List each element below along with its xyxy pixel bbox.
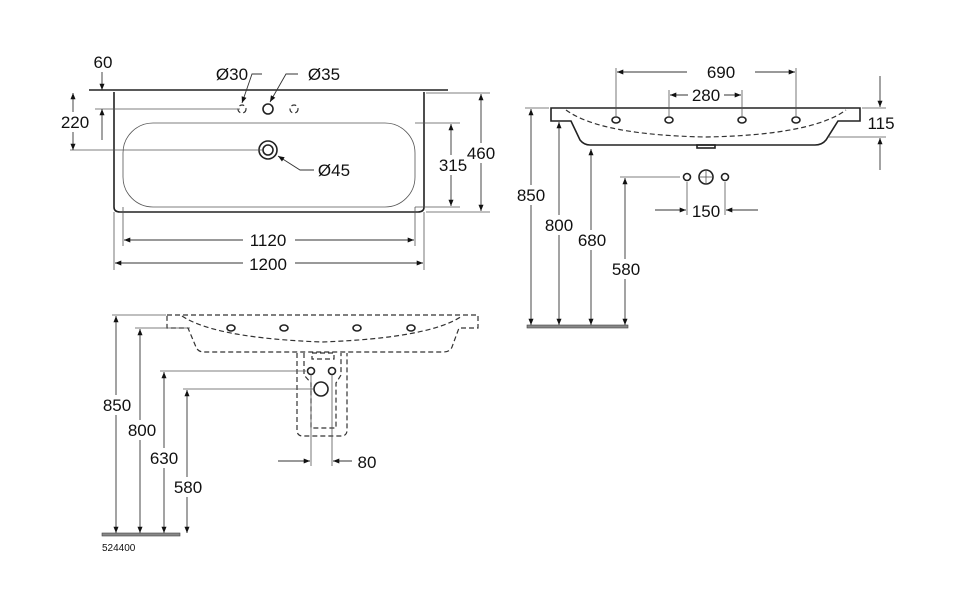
- floor-line-front: [101, 532, 181, 537]
- dim-60: 60: [94, 53, 113, 72]
- tap-holes: [611, 116, 801, 124]
- floor-line: [526, 324, 629, 329]
- dim-630-front: 630: [150, 449, 178, 468]
- basin-side-outline: [550, 107, 861, 146]
- dim-150: 150: [692, 202, 720, 221]
- dim-315: 315: [439, 156, 467, 175]
- dim-115: 115: [867, 114, 894, 133]
- drain-inner: [262, 144, 274, 156]
- dim-580-side: 580: [612, 260, 640, 279]
- dim-dia45: Ø45: [318, 161, 350, 180]
- tap-hole-optional: [289, 104, 299, 114]
- article-number: 524400: [102, 543, 136, 554]
- dim-1200: 1200: [249, 255, 287, 274]
- dim-80: 80: [358, 453, 377, 472]
- dim-580-front: 580: [174, 478, 202, 497]
- top-view: 60 ​ 220 Ø30 Ø35 Ø45 315 460 1120 1200: [58, 53, 498, 274]
- dim-220: 220: [61, 113, 89, 132]
- bowl-hidden-line: [565, 109, 847, 138]
- tap-holes-front: [226, 324, 416, 332]
- tap-hole: [262, 103, 274, 115]
- dim-800-side: 800: [545, 216, 573, 235]
- dim-690: 690: [707, 63, 735, 82]
- dim-850-front: 850: [103, 396, 131, 415]
- pedestal-outline: [296, 353, 348, 437]
- dim-1120: 1120: [250, 231, 287, 250]
- dim-460: 460: [467, 144, 495, 163]
- dim-280: 280: [692, 86, 720, 105]
- basin-front-hidden: [166, 314, 479, 353]
- dim-850-side: 850: [517, 186, 545, 205]
- wall-connection-holes: [682, 169, 730, 185]
- front-view-with-pedestal: 850 800 630 580 80 524400: [100, 314, 479, 554]
- dim-dia35: Ø35: [308, 65, 340, 84]
- side-view: 690 280 115 850 800 680 580: [514, 62, 895, 329]
- dim-680-side: 680: [578, 231, 606, 250]
- bowl-outline: [122, 122, 416, 208]
- dim-dia30: Ø30: [216, 65, 248, 84]
- basin-outline: [113, 92, 425, 213]
- dim-800-front: 800: [128, 421, 156, 440]
